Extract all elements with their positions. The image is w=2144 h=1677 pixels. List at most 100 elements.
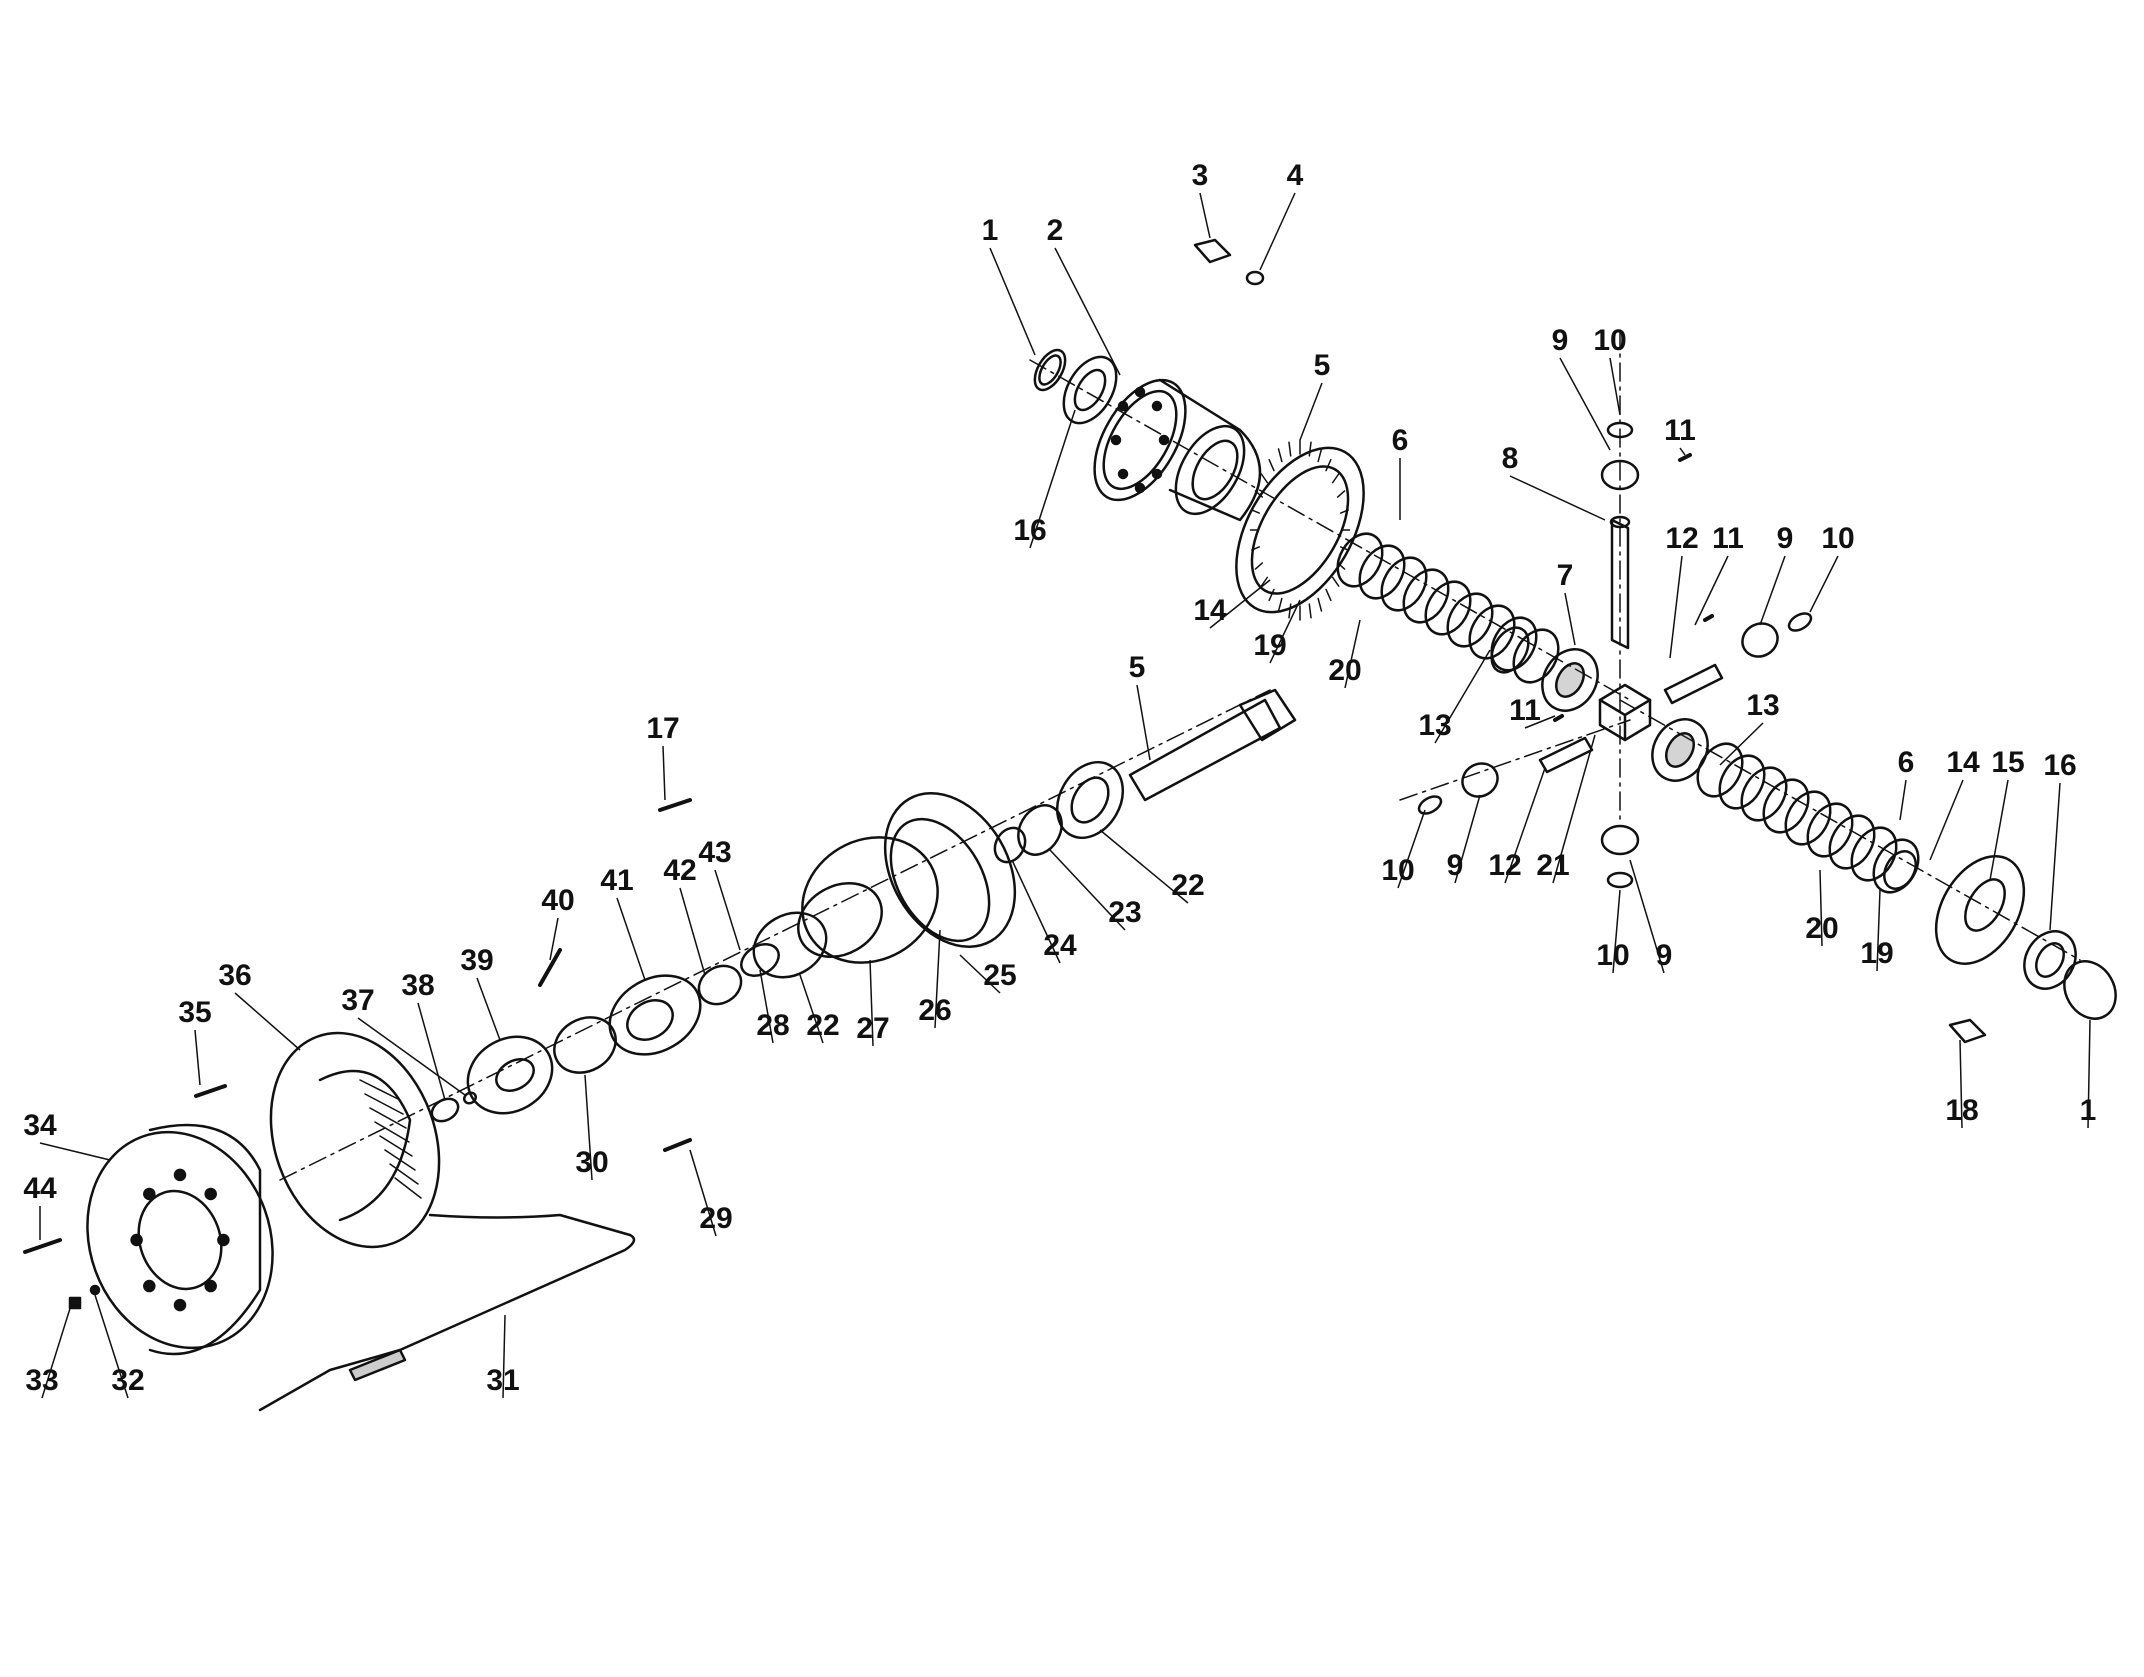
leader-22 bbox=[799, 974, 824, 1044]
housing-27-bore bbox=[797, 881, 883, 959]
clutch-disc bbox=[1490, 616, 1538, 672]
clutch-disc bbox=[1806, 802, 1854, 858]
gear-tooth bbox=[1325, 458, 1332, 472]
callout-5: 5 bbox=[1314, 349, 1331, 382]
leader-34 bbox=[39, 1142, 111, 1161]
bearing-inner bbox=[1073, 368, 1107, 412]
callout-16: 16 bbox=[2043, 749, 2076, 782]
leader-24 bbox=[1011, 859, 1061, 964]
leader-13 bbox=[1434, 649, 1491, 744]
callout-25: 25 bbox=[983, 959, 1016, 992]
drum-bolt-hole bbox=[204, 1187, 217, 1201]
snap-ring-inner bbox=[1038, 354, 1062, 386]
clutch-disc bbox=[1718, 754, 1766, 810]
case-cover-flange bbox=[1934, 855, 2026, 965]
lock-washer-4 bbox=[1245, 270, 1265, 286]
bracket-41-bore bbox=[626, 999, 674, 1041]
leader-36 bbox=[234, 992, 301, 1051]
clutch-disc bbox=[1358, 544, 1406, 600]
pinion-gear-right bbox=[1741, 622, 1779, 658]
bolt-hole bbox=[1110, 434, 1122, 446]
brake-cable bbox=[258, 1213, 636, 1412]
gear-tooth bbox=[1268, 588, 1275, 602]
case-flange-inner bbox=[1102, 389, 1178, 491]
callout-26: 26 bbox=[918, 994, 951, 1027]
gear-tooth bbox=[1331, 473, 1340, 484]
callout-18: 18 bbox=[1945, 1094, 1978, 1127]
leader-25 bbox=[959, 954, 1001, 994]
ring-gear bbox=[1235, 446, 1365, 614]
gear-tooth bbox=[1260, 473, 1269, 484]
callout-15: 15 bbox=[1991, 746, 2024, 779]
roll-pin bbox=[1703, 614, 1714, 622]
bolt-hole bbox=[1117, 400, 1129, 412]
side-gear bbox=[1541, 648, 1599, 712]
clutch-disc bbox=[1512, 628, 1560, 684]
drum-bolt-hole bbox=[217, 1233, 230, 1247]
brake-drum-face bbox=[86, 1130, 274, 1350]
callout-14: 14 bbox=[1193, 594, 1227, 627]
callout-11: 11 bbox=[1712, 522, 1744, 555]
leader-4 bbox=[1259, 192, 1296, 271]
leader-27 bbox=[869, 959, 874, 1047]
parts-drawing bbox=[23, 238, 2117, 1412]
callout-20: 20 bbox=[1328, 654, 1361, 687]
case-bore bbox=[1174, 424, 1246, 516]
callout-9: 9 bbox=[1656, 939, 1673, 972]
leader-10 bbox=[1609, 357, 1621, 416]
bolt-18 bbox=[1948, 1018, 1987, 1044]
leader-18 bbox=[1959, 1039, 1963, 1129]
leader-9 bbox=[1629, 859, 1665, 974]
callout-35: 35 bbox=[178, 996, 211, 1029]
callout-28: 28 bbox=[756, 1009, 789, 1042]
gear-tooth bbox=[1308, 441, 1312, 457]
snap-ring-right bbox=[2063, 960, 2117, 1020]
bolt-hole bbox=[1158, 434, 1170, 446]
bolt-hole bbox=[1134, 386, 1146, 398]
leader-28 bbox=[759, 969, 774, 1044]
axis-line-lower bbox=[279, 689, 1271, 1181]
leader-31 bbox=[502, 1314, 506, 1399]
roll-pin bbox=[1553, 714, 1564, 722]
callout-38: 38 bbox=[401, 969, 434, 1002]
pin-end bbox=[1609, 515, 1631, 529]
bolt-40 bbox=[538, 948, 562, 987]
callout-9: 9 bbox=[1552, 324, 1569, 357]
callout-40: 40 bbox=[541, 884, 574, 917]
leader-35 bbox=[194, 1029, 201, 1086]
leader-29 bbox=[689, 1149, 717, 1237]
brake-shoe bbox=[318, 1069, 412, 1222]
thrust-washer-left bbox=[1417, 795, 1443, 815]
leader-12 bbox=[1669, 555, 1683, 659]
thrust-washer-right bbox=[1787, 612, 1813, 632]
callout-6: 6 bbox=[1898, 746, 1915, 779]
washer-37 bbox=[462, 1091, 478, 1105]
leader-38 bbox=[417, 1002, 446, 1101]
drum-bolt-hole bbox=[173, 1298, 187, 1312]
leader-19 bbox=[1876, 889, 1881, 972]
leader-39 bbox=[476, 977, 501, 1041]
leader-13 bbox=[1719, 722, 1764, 766]
callout-12: 12 bbox=[1488, 849, 1521, 882]
leader-41 bbox=[616, 897, 646, 981]
callout-10: 10 bbox=[1593, 324, 1626, 357]
shoe-lining bbox=[359, 1079, 401, 1101]
callout-21: 21 bbox=[1536, 849, 1569, 882]
gear-tooth bbox=[1268, 458, 1275, 472]
callout-42: 42 bbox=[663, 854, 696, 887]
nut-33 bbox=[68, 1296, 82, 1310]
gear-tooth bbox=[1254, 490, 1264, 498]
callout-9: 9 bbox=[1447, 849, 1464, 882]
leader-30 bbox=[584, 1074, 593, 1181]
brake-drum-body bbox=[148, 1123, 262, 1356]
leader-14 bbox=[1209, 579, 1271, 629]
thrust-ring bbox=[1490, 626, 1530, 674]
clutch-disc bbox=[1336, 532, 1384, 588]
cable-boot bbox=[348, 1348, 407, 1382]
callout-43: 43 bbox=[698, 836, 731, 869]
callout-27: 27 bbox=[856, 1012, 889, 1045]
leader-22 bbox=[1099, 829, 1189, 904]
spider-block bbox=[1598, 683, 1652, 742]
callout-1: 1 bbox=[982, 214, 999, 247]
